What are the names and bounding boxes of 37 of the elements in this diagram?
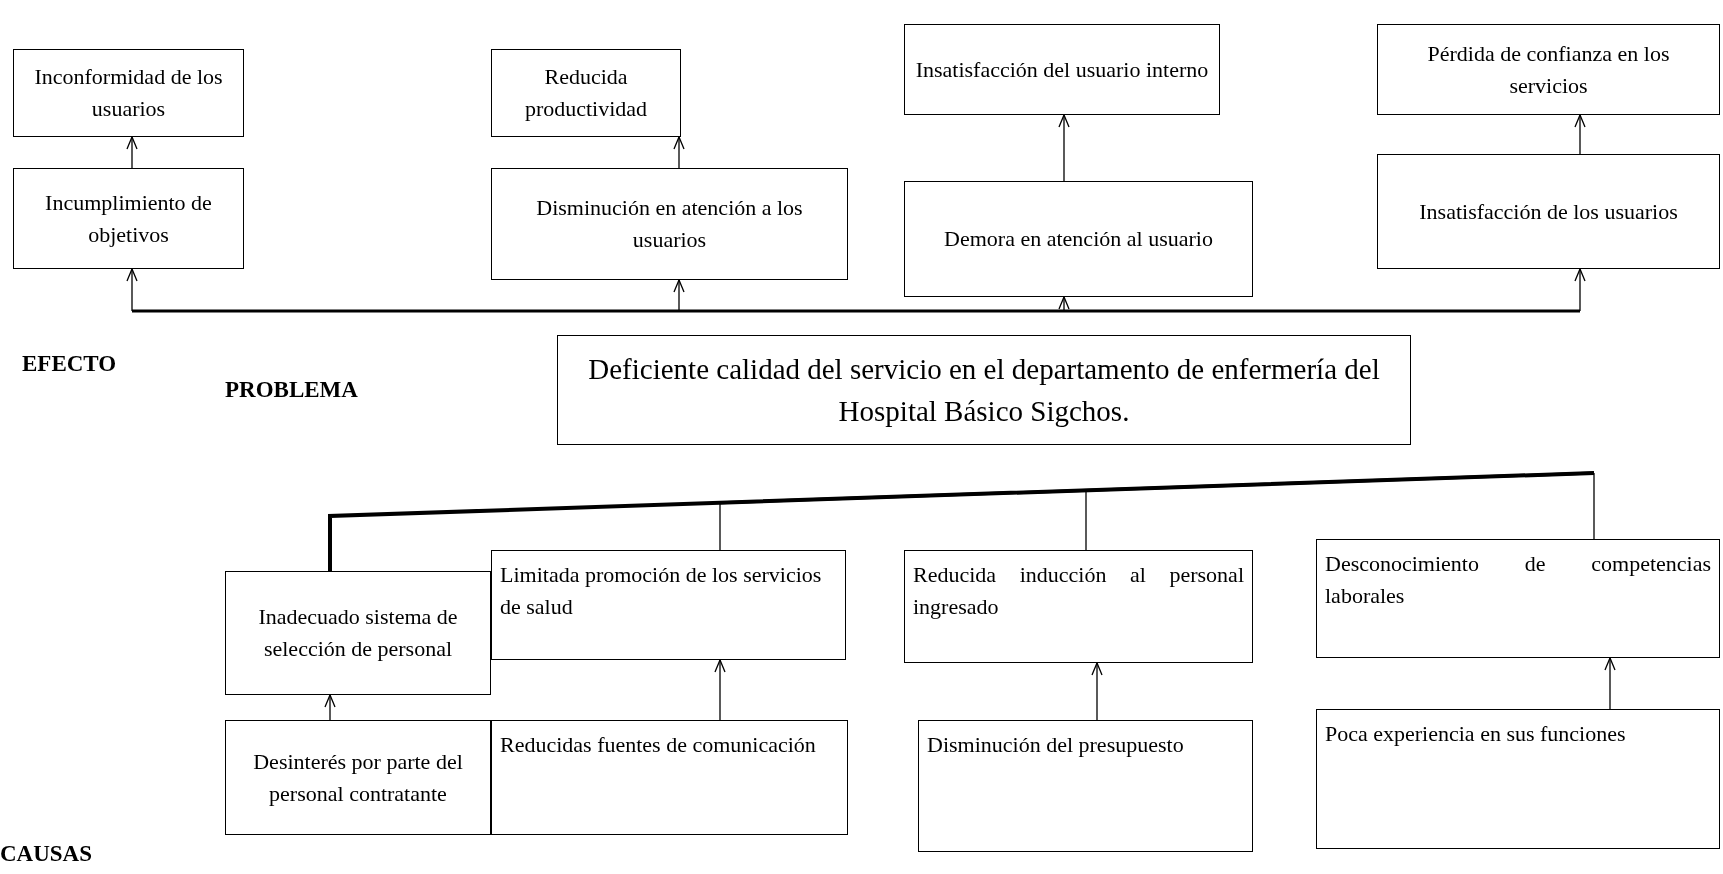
text-box: Limitada promoción de los servicios de salud [491,550,846,660]
arrow [1058,114,1070,182]
text-box: Insatisfacción de los usuarios [1377,154,1720,269]
text-box: Desconocimiento de competencias laborales [1316,539,1720,658]
arrow [126,136,138,169]
text-box: Desinterés por parte del personal contratante [225,720,491,835]
text-box: Inconformidad de los usuarios [13,49,244,137]
connector-line [719,502,721,551]
problem-box: Deficiente calidad del servicio en el departamento de enfermería del Hospital Básico Sigchos. [557,335,1411,445]
section-label: CAUSAS [0,842,93,865]
text-box: Poca experiencia en sus funciones [1316,709,1720,849]
arrow [1058,296,1070,312]
arrow [673,279,685,312]
arrow [714,659,726,721]
connector-line [1593,472,1595,540]
arrow [1574,114,1586,155]
text-box: Reducida inducción al personal ingresado [904,550,1253,663]
connector-line [1085,489,1087,551]
text-box: Incumplimiento de objetivos [13,168,244,269]
arrow [1574,268,1586,312]
arrow [1091,662,1103,721]
arrow [673,136,685,169]
text-box: Inadecuado sistema de selección de personal [225,571,491,695]
text-box: Disminución del presupuesto [918,720,1253,852]
arrow [126,268,138,312]
section-label: PROBLEMA [225,378,358,401]
section-label: EFECTO [22,352,117,375]
text-box: Disminución en atención a los usuarios [491,168,848,280]
arrow [324,694,336,721]
text-box: Reducida productividad [491,49,681,137]
connector-bar [132,309,1580,313]
connector-line [328,471,1595,571]
text-box: Demora en atención al usuario [904,181,1253,297]
arrow [1604,657,1616,710]
text-box: Reducidas fuentes de comunicación [491,720,848,835]
text-box: Insatisfacción del usuario interno [904,24,1220,115]
text-box: Pérdida de confianza en los servicios [1377,24,1720,115]
